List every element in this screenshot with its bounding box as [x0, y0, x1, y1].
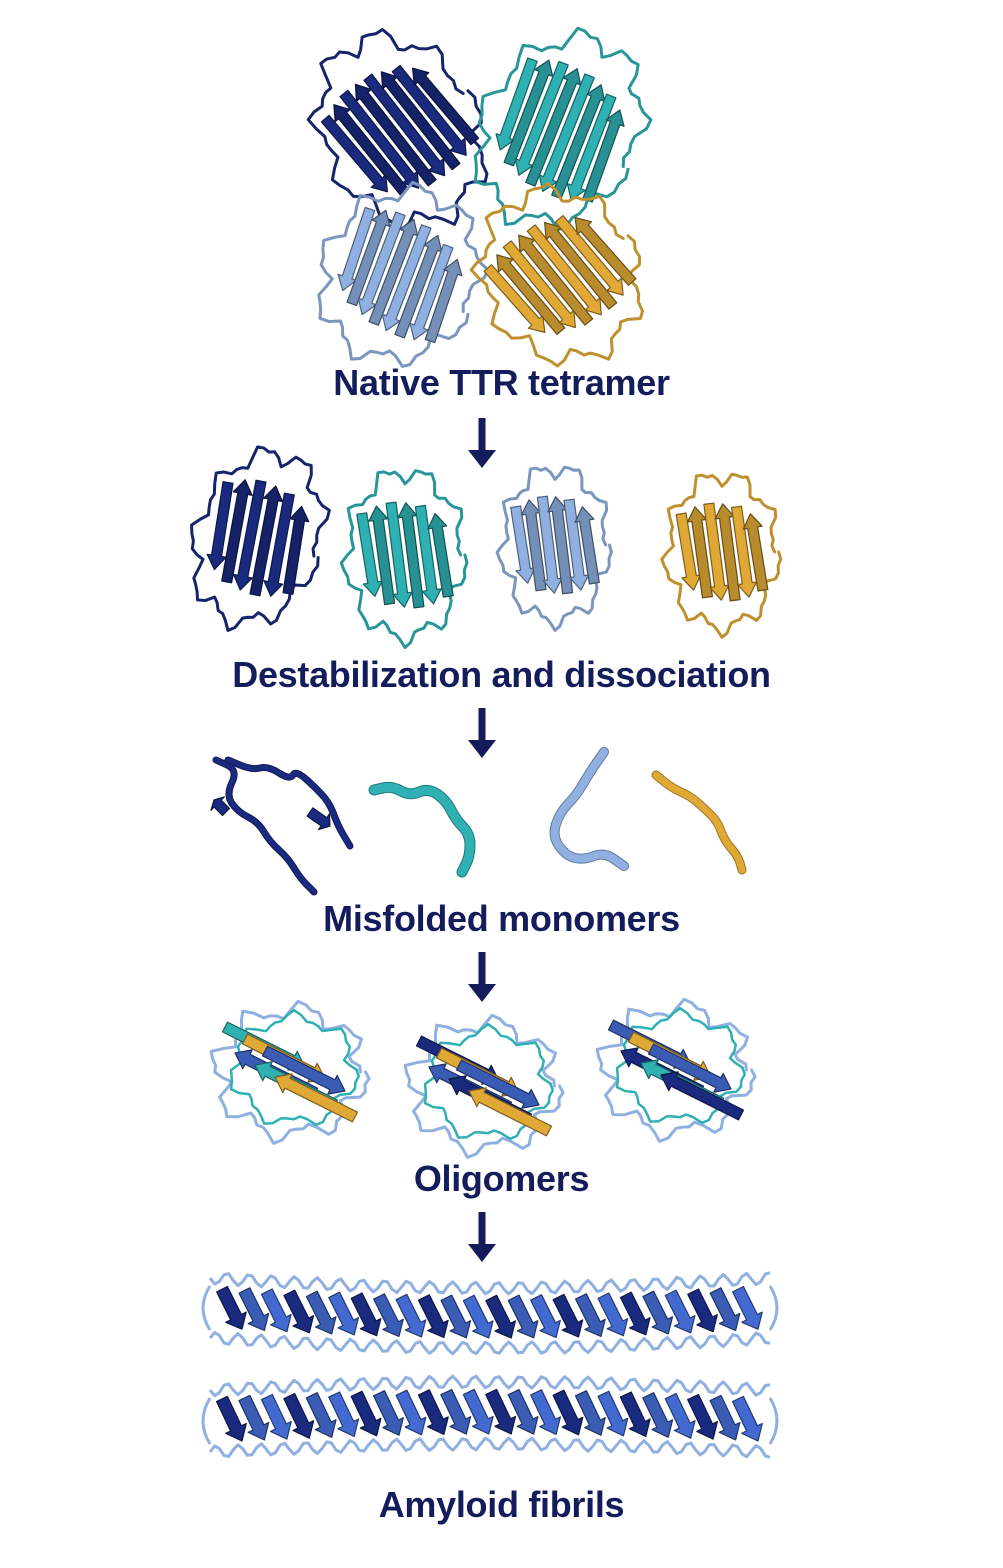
tetramer-subunit-teal	[473, 26, 653, 232]
misfolded-monomer-icon	[368, 781, 476, 878]
arrows-group	[468, 418, 496, 1262]
tetramer-subunit-gold	[469, 182, 644, 368]
stage-label-amyloid-fibrils: Amyloid fibrils	[378, 1484, 625, 1525]
amyloid-fibril-icon	[201, 1374, 779, 1459]
oligomer-icon	[595, 997, 757, 1143]
down-arrow-icon	[468, 418, 496, 468]
misfolded-monomer-icon	[212, 756, 318, 896]
folded-monomer-icon	[339, 469, 469, 649]
ttr-tetramer-icon	[306, 26, 653, 368]
misfolded-monomers-group	[210, 747, 747, 896]
down-arrow-icon	[468, 1212, 496, 1262]
misfolded-monomer-icon	[549, 747, 629, 871]
misfolded-monomer-icon	[651, 770, 747, 875]
tetramer-subunit-lightblue	[317, 180, 490, 368]
stage-label-dissociation: Destabilization and dissociation	[232, 654, 771, 695]
stage-label-oligomers: Oligomers	[413, 1158, 590, 1199]
oligomers-group	[209, 997, 757, 1159]
tetramer-subunit-navy	[306, 28, 489, 231]
oligomer-icon	[403, 1013, 565, 1159]
folded-monomers-group	[190, 445, 783, 649]
down-arrow-icon	[468, 952, 496, 1002]
amyloid-fibrils-group	[201, 1271, 779, 1459]
stage-label-native-tetramer: Native TTR tetramer	[333, 362, 670, 403]
down-arrow-icon	[468, 708, 496, 758]
folded-monomer-icon	[495, 465, 613, 632]
folded-monomer-icon	[190, 445, 331, 632]
misfolded-monomer-icon	[224, 756, 354, 850]
folded-monomer-icon	[660, 472, 783, 639]
oligomer-icon	[209, 999, 371, 1145]
stage-label-misfolded-monomers: Misfolded monomers	[323, 898, 680, 939]
amyloid-fibril-icon	[201, 1271, 779, 1356]
